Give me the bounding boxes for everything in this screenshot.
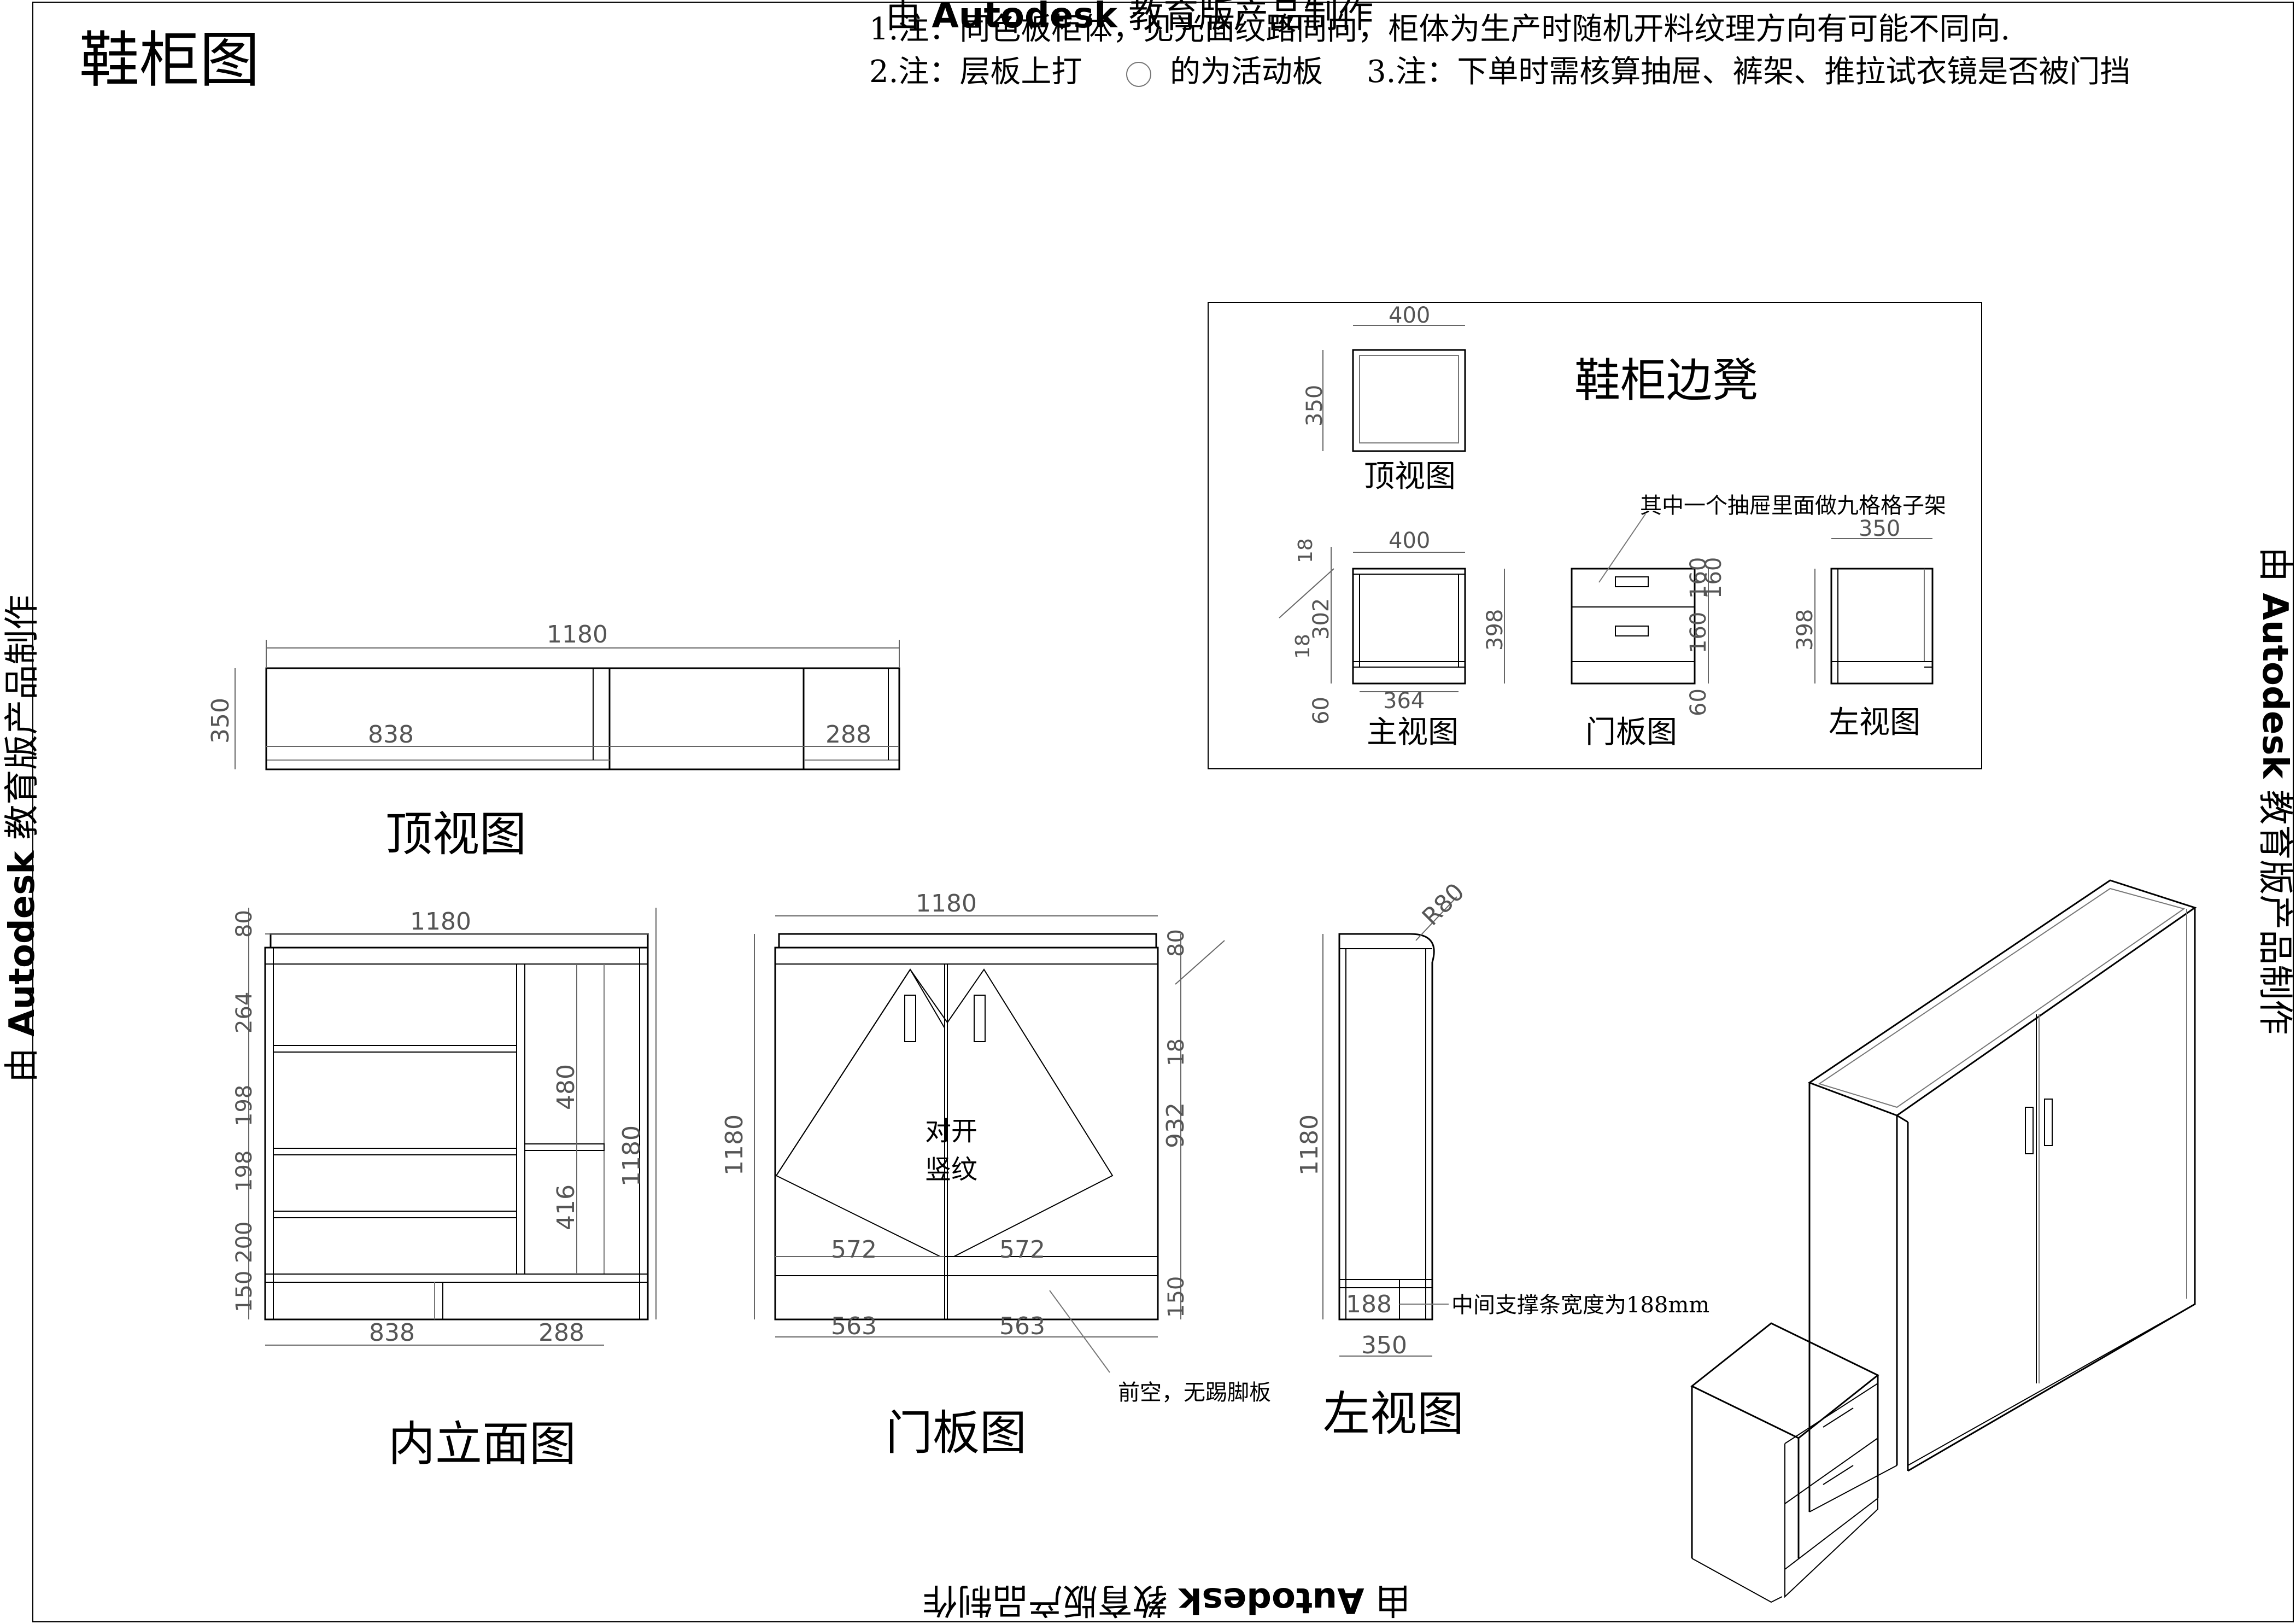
- watermark-right: 由 Autodesk 教育版产品制作: [2254, 547, 2295, 1035]
- bench-door-dim-d2: 160: [1686, 557, 1711, 599]
- watermark-left: 由 Autodesk 教育版产品制作: [2, 595, 43, 1083]
- inner-dim-right: 288: [538, 1319, 584, 1347]
- side-view: 1180 R80 188 350 中间支撑条宽度为188mm 左视图: [1296, 878, 1709, 1441]
- bench-drawer-handle-2: [1615, 626, 1649, 636]
- inner-dim-s2: 198: [232, 1085, 257, 1126]
- inner-dim-s1: 264: [232, 992, 257, 1033]
- door-dim-w1: 572: [831, 1236, 877, 1264]
- bench-front-dim-inner: 302: [1309, 598, 1334, 640]
- door-center-label-2: 竖纹: [925, 1154, 977, 1185]
- bench-front-caption: 主视图: [1367, 715, 1459, 750]
- bench-drawer-handle-1: [1615, 576, 1649, 587]
- watermark-bottom: 由 Autodesk 教育版产品制作: [923, 1580, 1410, 1620]
- bench-left-dim-w: 350: [1859, 516, 1900, 541]
- top-view-back: [265, 667, 900, 770]
- bench-door-dim-d1: 160: [1701, 557, 1726, 599]
- door-dim-width: 1180: [916, 890, 977, 918]
- door-dim-w2: 572: [999, 1236, 1045, 1264]
- note-line-2a: 2.注：层板上打: [869, 54, 1082, 90]
- door-handle-left: [904, 995, 916, 1042]
- door-note: 前空，无踢脚板: [1118, 1380, 1271, 1405]
- bench-panel: 鞋柜边凳 400 350 顶视图 400 398 18 302 18 60: [1208, 302, 1982, 769]
- top-view: 1180 350 838 288 顶视图: [207, 621, 900, 862]
- side-dim-height: 1180: [1296, 1114, 1323, 1176]
- top-view-caption: 顶视图: [385, 807, 526, 862]
- top-view-dim-left: 838: [368, 721, 414, 749]
- bench-left-dim-h: 398: [1793, 609, 1818, 651]
- side-note: 中间支撑条宽度为188mm: [1451, 1293, 1709, 1318]
- inner-dim-left: 838: [369, 1319, 415, 1347]
- side-view-caption: 左视图: [1323, 1387, 1464, 1441]
- bench-note: 其中一个抽屉里面做九格格子架: [1640, 493, 1946, 518]
- note-line-3: 3.注：下单时需核算抽屉、裤架、推拉试衣镜是否被门挡: [1367, 54, 2130, 90]
- door-view: 对开 竖纹 1180 1180 80 18 932 150 572 572 56…: [721, 890, 1271, 1461]
- bench-top-dim-w: 400: [1389, 303, 1430, 328]
- bench-top-dim-d: 350: [1302, 385, 1327, 427]
- top-view-dim-depth: 350: [207, 698, 235, 744]
- side-dim-radius: R80: [1417, 878, 1470, 931]
- bench-front-dim-w: 400: [1389, 528, 1430, 553]
- side-dim-depth: 350: [1361, 1331, 1407, 1359]
- inner-dim-height: 1180: [618, 1125, 646, 1187]
- bench-left-caption: 左视图: [1829, 705, 1920, 740]
- bench-top-caption: 顶视图: [1364, 459, 1456, 494]
- note-line-2b: 的为活动板: [1170, 54, 1323, 90]
- inner-dim-width: 1180: [410, 908, 471, 936]
- top-view-dim-right: 288: [825, 721, 871, 749]
- bench-front-dim-t2: 18: [1292, 634, 1314, 659]
- sheet-border: [32, 2, 2294, 1622]
- inner-dim-upper: 480: [552, 1064, 580, 1110]
- inner-dim-lower: 416: [552, 1184, 580, 1230]
- inner-dim-s5: 150: [232, 1271, 257, 1312]
- door-view-caption: 门板图: [886, 1406, 1027, 1461]
- top-view-dim-width: 1180: [547, 621, 608, 649]
- watermark-top: 由 Autodesk 教育版产品制作: [886, 0, 1373, 36]
- bench-front-dim-h: 398: [1483, 609, 1508, 651]
- door-dim-top: 80: [1164, 929, 1189, 957]
- inner-dim-s4: 200: [232, 1222, 257, 1263]
- bench-door-caption: 门板图: [1585, 715, 1677, 750]
- inner-elevation-caption: 内立面图: [388, 1417, 576, 1471]
- inner-elevation: 1180 80 264 198 198 200 150 480 416 1180…: [232, 908, 657, 1471]
- bench-title: 鞋柜边凳: [1574, 354, 1758, 407]
- isometric-view: [1690, 879, 2197, 1603]
- bench-door-dim-d3: 160: [1686, 612, 1711, 653]
- door-dim-bottom: 150: [1164, 1276, 1189, 1318]
- inner-dim-top: 80: [232, 910, 257, 938]
- iso-handle-2: [2044, 1099, 2053, 1146]
- note-line-1: 1.注：同色板柜体，见光面纹路同向，柜体为生产时随机开料纹理方向有可能不同向.: [869, 11, 2010, 47]
- bench-door-dim-base: 60: [1686, 688, 1711, 716]
- door-center-label-1: 对开: [925, 1116, 977, 1147]
- drawing-title: 鞋柜图: [79, 25, 260, 95]
- door-handle-right: [974, 995, 986, 1042]
- door-dim-height: 1180: [721, 1114, 748, 1176]
- bench-front-dim-t1: 18: [1295, 538, 1317, 563]
- movable-shelf-symbol: [1126, 62, 1151, 87]
- door-dim-gap: 18: [1164, 1038, 1189, 1066]
- side-dim-support: 188: [1346, 1290, 1392, 1318]
- door-dim-bw1: 563: [831, 1312, 877, 1340]
- door-dim-bw2: 563: [999, 1312, 1045, 1340]
- bench-front-dim-base: 60: [1309, 697, 1334, 725]
- iso-handle-1: [2025, 1107, 2034, 1154]
- bench-front-dim-inner-w: 364: [1383, 688, 1425, 714]
- door-dim-door-h: 932: [1162, 1102, 1190, 1148]
- inner-dim-s3: 198: [232, 1150, 257, 1192]
